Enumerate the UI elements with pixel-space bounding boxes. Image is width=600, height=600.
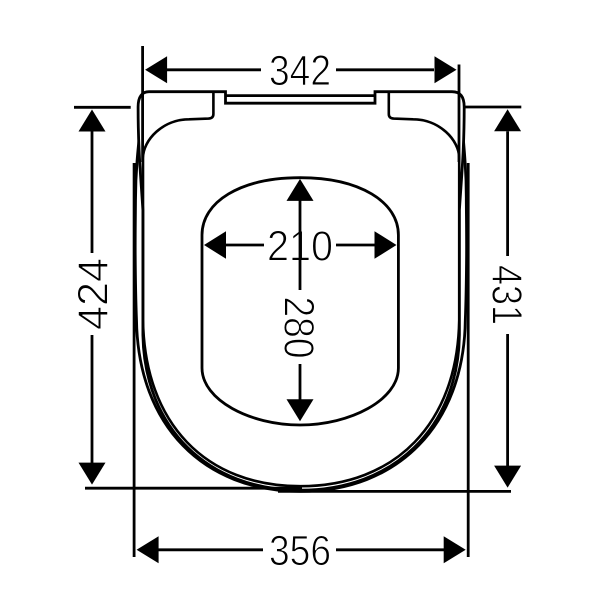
svg-text:356: 356 xyxy=(269,528,331,575)
svg-text:280: 280 xyxy=(275,297,322,359)
svg-text:342: 342 xyxy=(269,48,331,95)
svg-text:424: 424 xyxy=(70,258,117,330)
svg-text:431: 431 xyxy=(482,265,529,325)
